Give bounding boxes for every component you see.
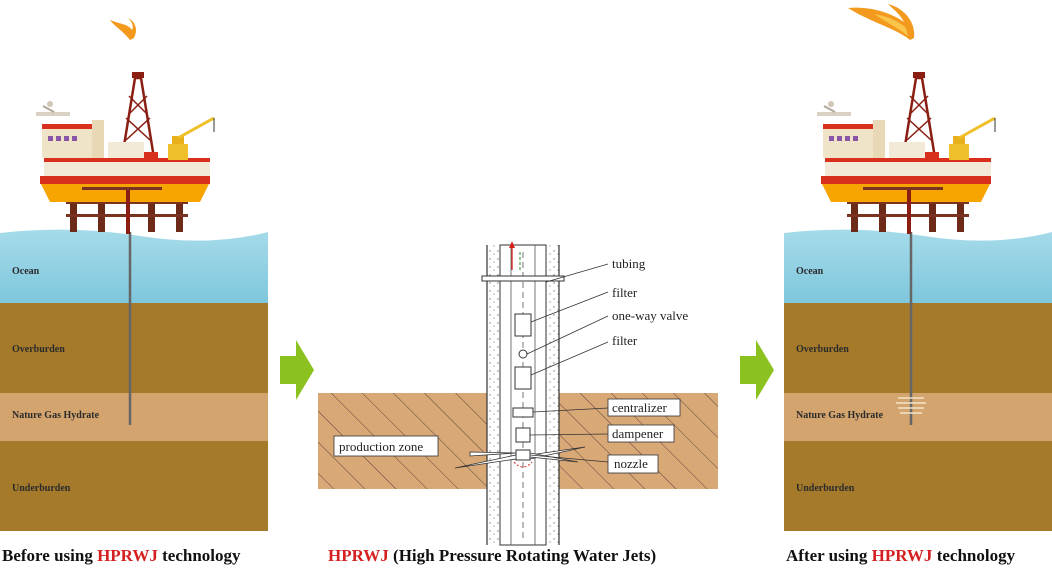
left-layer-overburden: Overburden bbox=[12, 344, 65, 355]
right-panel: Ocean Overburden Nature Gas Hydrate Unde… bbox=[784, 4, 1052, 531]
left-hydrate-layer bbox=[0, 393, 268, 441]
filter-lower bbox=[514, 366, 532, 390]
fracture-zone-icon bbox=[896, 397, 926, 414]
right-platform bbox=[815, 70, 997, 236]
label-production-zone: production zone bbox=[339, 439, 423, 454]
label-centralizer: centralizer bbox=[612, 400, 668, 415]
label-tubing: tubing bbox=[612, 256, 646, 271]
centralizer bbox=[512, 407, 534, 418]
right-layer-underburden: Underburden bbox=[796, 483, 855, 494]
left-layer-underburden: Underburden bbox=[12, 483, 71, 494]
caption-after: After using HPRWJ technology bbox=[786, 546, 1016, 565]
label-filter-lower: filter bbox=[612, 333, 638, 348]
left-underburden-layer bbox=[0, 441, 268, 531]
right-overburden-layer bbox=[784, 303, 1052, 393]
left-flame-icon bbox=[110, 18, 136, 40]
left-layer-ocean: Ocean bbox=[12, 266, 40, 277]
nozzle bbox=[515, 449, 531, 461]
label-dampener: dampener bbox=[612, 426, 664, 441]
right-ocean-layer bbox=[784, 229, 1052, 303]
arrow-right-icon-2 bbox=[740, 340, 774, 400]
right-layer-hydrate: Nature Gas Hydrate bbox=[796, 410, 884, 421]
arrow-right-icon-1 bbox=[280, 340, 314, 400]
right-hydrate-layer bbox=[784, 393, 1052, 441]
jet-left bbox=[454, 454, 517, 469]
right-flame-icon bbox=[848, 4, 915, 40]
right-layer-ocean: Ocean bbox=[796, 266, 824, 277]
left-platform bbox=[34, 70, 216, 236]
dampener bbox=[515, 427, 531, 443]
middle-panel: tubing filter one-way valve filter centr… bbox=[318, 241, 718, 546]
label-nozzle: nozzle bbox=[614, 456, 648, 471]
right-layer-overburden: Overburden bbox=[796, 344, 849, 355]
label-one-way-valve: one-way valve bbox=[612, 308, 688, 323]
filter-upper bbox=[514, 313, 532, 337]
label-filter-upper: filter bbox=[612, 285, 638, 300]
left-overburden-layer bbox=[0, 303, 268, 393]
caption-before: Before using HPRWJ technology bbox=[2, 546, 241, 565]
caption-hprwj: HPRWJ (High Pressure Rotating Water Jets… bbox=[328, 546, 657, 565]
one-way-valve bbox=[518, 349, 528, 359]
left-ocean-layer bbox=[0, 229, 268, 303]
right-underburden-layer bbox=[784, 441, 1052, 531]
left-layer-hydrate: Nature Gas Hydrate bbox=[12, 410, 100, 421]
left-panel: Ocean Overburden Nature Gas Hydrate Unde… bbox=[0, 18, 268, 531]
